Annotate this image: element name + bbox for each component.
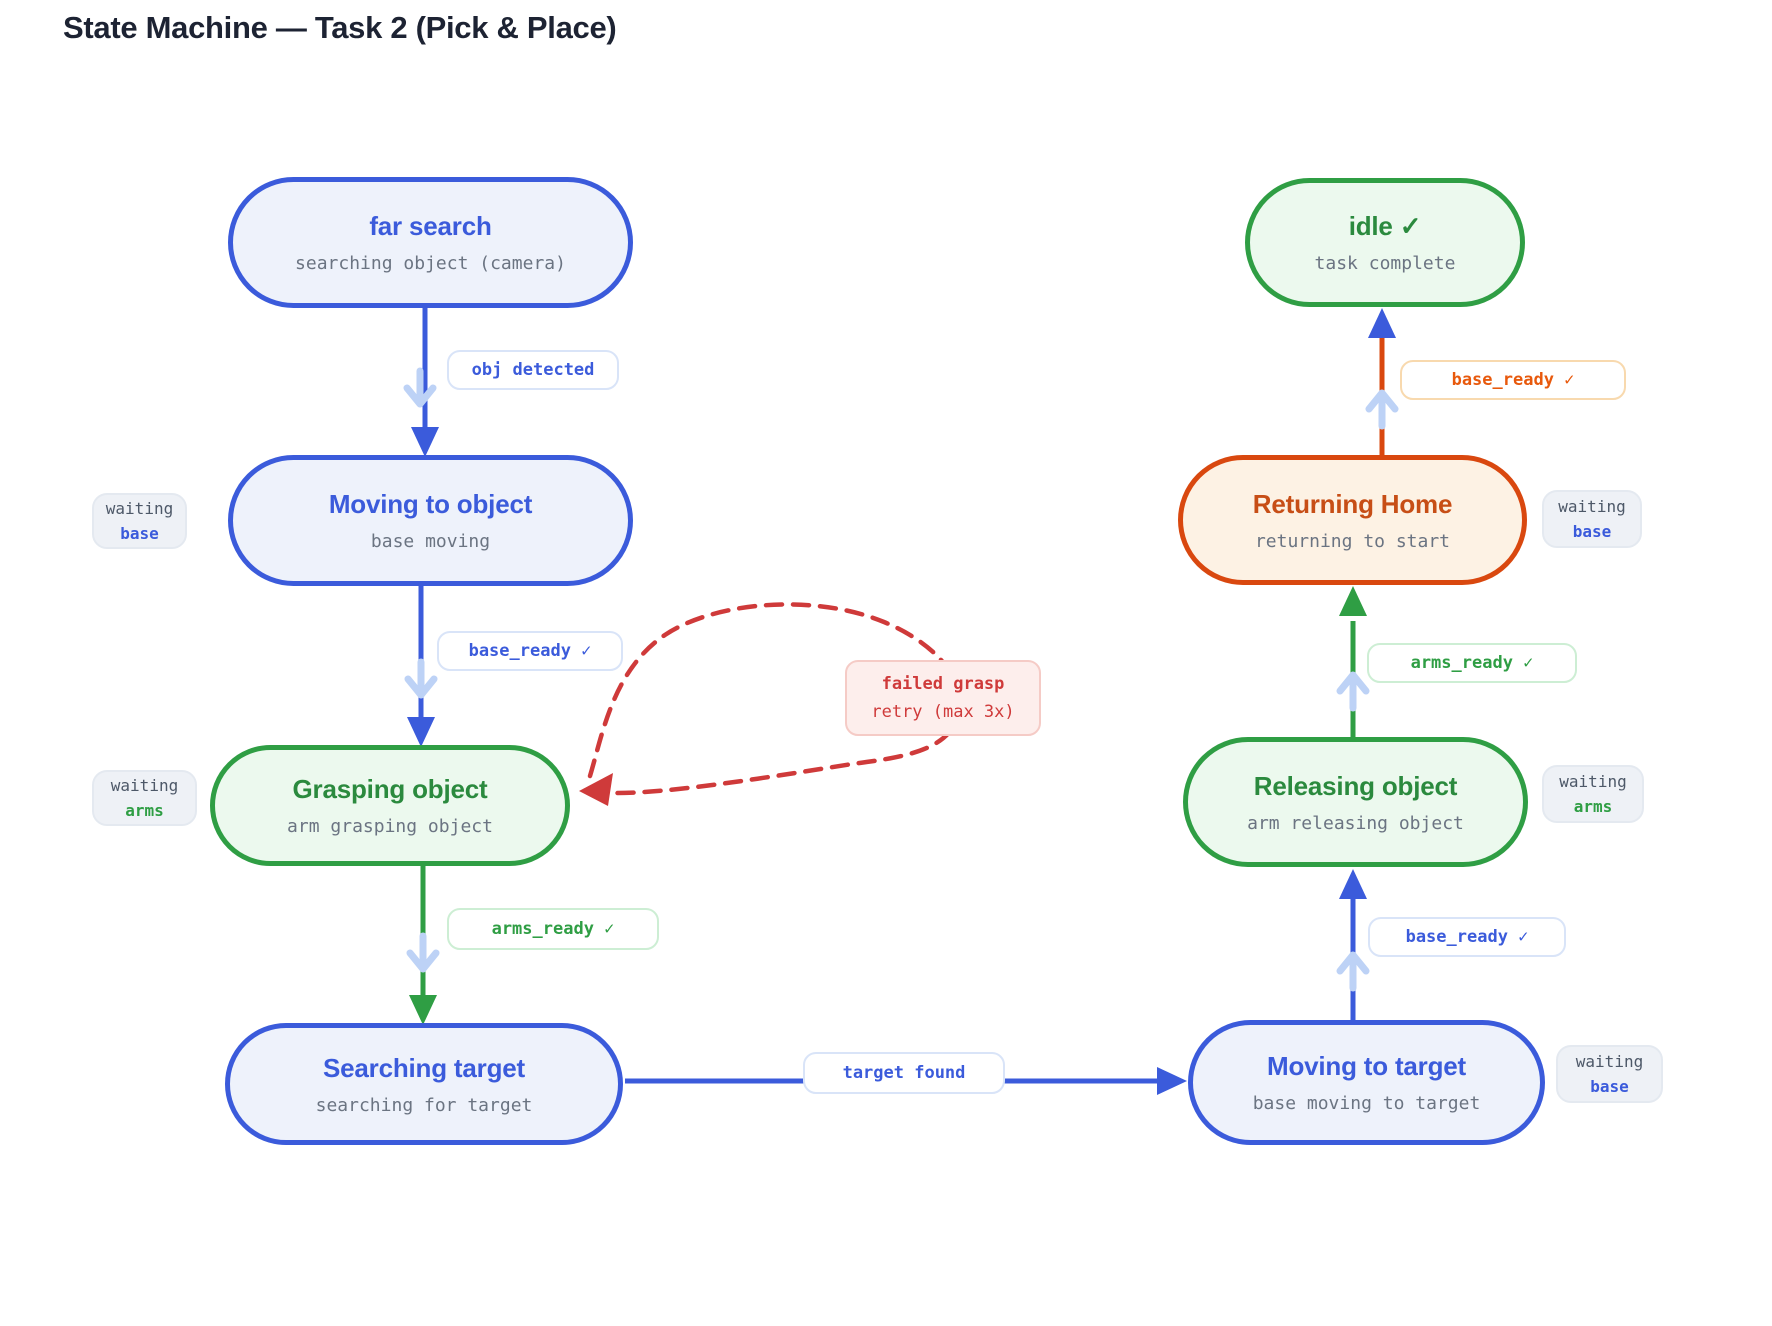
node-title: Moving to target (1266, 1051, 1466, 1081)
waiting-badge-line2: base (1590, 1077, 1629, 1096)
waiting-badge-line1: waiting (1558, 497, 1626, 516)
node-title: Grasping object (292, 774, 488, 804)
edge-label-obj-detected: obj detected (447, 350, 619, 390)
pulse-chevron-down-icon (406, 932, 440, 973)
edge-label-base-ready: base_ready ✓ (1400, 360, 1626, 400)
pulse-chevron-up-icon (1336, 671, 1370, 712)
edge-label-arms-ready: arms_ready ✓ (447, 908, 659, 950)
node-searching-target: Searching target searching for target (225, 1023, 623, 1145)
waiting-badge-line2: arms (1573, 797, 1613, 816)
edge-label-arms-ready: arms_ready ✓ (1367, 643, 1577, 683)
waiting-badge-line2: base (1572, 522, 1612, 541)
pulse-chevron-down-icon (404, 658, 438, 699)
node-title: idle ✓ (1348, 211, 1422, 241)
waiting-badge-arms: waiting arms (1542, 765, 1644, 823)
node-subtitle: base moving to target (1252, 1093, 1481, 1114)
node-title: Moving to object (328, 489, 533, 519)
waiting-badge-line1: waiting (1575, 1052, 1644, 1071)
node-moving-to-target: Moving to target base moving to target (1188, 1020, 1545, 1145)
arrowhead-down-icon (407, 717, 435, 747)
node-subtitle: base moving (370, 531, 491, 552)
pulse-chevron-up-icon (1336, 951, 1370, 992)
node-moving-to-object: Moving to object base moving (228, 455, 633, 586)
arrowhead-down-icon (411, 427, 439, 457)
waiting-badge-base: waiting base (92, 493, 187, 549)
retry-loop-label-line1: failed grasp (881, 674, 1005, 694)
waiting-badge-line1: waiting (105, 499, 174, 518)
pulse-chevron-down-icon (403, 367, 437, 408)
node-returning-home: Returning Home returning to start (1178, 455, 1527, 585)
edge-label-base-ready: base_ready ✓ (1368, 917, 1566, 957)
page-title: State Machine — Task 2 (Pick & Place) (63, 10, 617, 45)
retry-loop-label-line2: retry (max 3x) (871, 702, 1015, 722)
node-subtitle: arm releasing object (1247, 812, 1464, 834)
pulse-chevron-up-icon (1365, 389, 1399, 430)
node-far-search: far search searching object (camera) (228, 177, 633, 308)
node-subtitle: searching for target (315, 1094, 533, 1116)
edge-label-target-found: target found (803, 1052, 1005, 1094)
arrowhead-left-icon (579, 773, 613, 806)
waiting-badge-base: waiting base (1556, 1045, 1663, 1103)
node-title: far search (369, 211, 492, 241)
waiting-badge-line2: arms (125, 801, 164, 820)
waiting-badge-arms: waiting arms (92, 770, 197, 826)
waiting-badge-line1: waiting (110, 776, 179, 795)
waiting-badge-base: waiting base (1542, 490, 1642, 548)
node-idle: idle ✓ task complete (1245, 178, 1525, 307)
waiting-badge-line2: base (120, 524, 159, 543)
node-title: Releasing object (1253, 770, 1458, 801)
node-title: Searching target (323, 1052, 525, 1083)
arrowhead-up-icon (1339, 869, 1367, 899)
node-subtitle: arm grasping object (287, 816, 493, 837)
node-subtitle: returning to start (1254, 530, 1451, 552)
node-subtitle: searching object (camera) (295, 253, 566, 274)
arrowhead-up-icon (1368, 308, 1396, 338)
node-releasing-object: Releasing object arm releasing object (1183, 737, 1528, 867)
retry-loop-label: failed grasp retry (max 3x) (845, 660, 1041, 736)
arrowhead-down-icon (409, 995, 437, 1025)
edge-label-base-ready: base_ready ✓ (437, 631, 623, 671)
node-title: Returning Home (1252, 488, 1453, 519)
arrowhead-up-icon (1339, 586, 1367, 616)
waiting-badge-line1: waiting (1559, 772, 1627, 791)
node-grasping-object: Grasping object arm grasping object (210, 745, 570, 866)
arrowhead-right-icon (1157, 1067, 1187, 1095)
node-subtitle: task complete (1314, 253, 1456, 274)
